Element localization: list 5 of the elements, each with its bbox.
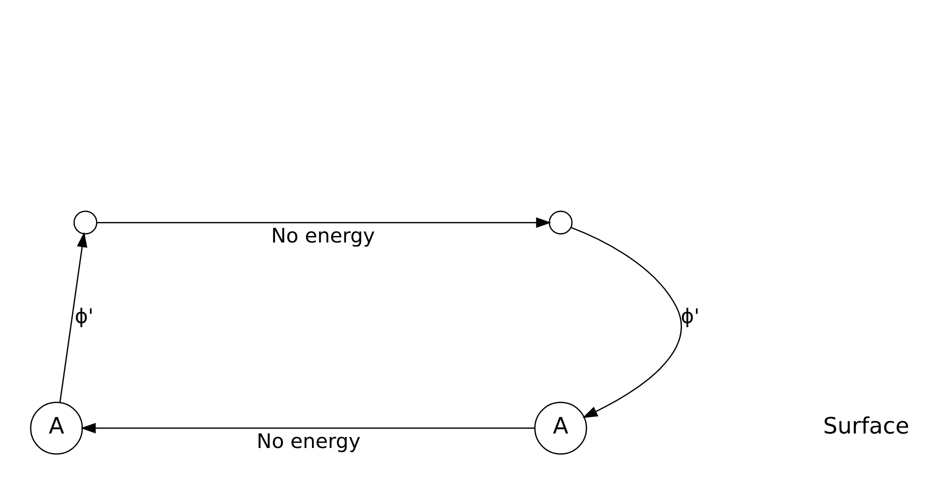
- edge-label: ϕ': [74, 304, 94, 328]
- edge-label: No energy: [271, 223, 375, 248]
- edge-label: No energy: [256, 429, 360, 454]
- edge-label: ϕ': [680, 304, 700, 328]
- label: Surface: [823, 414, 910, 440]
